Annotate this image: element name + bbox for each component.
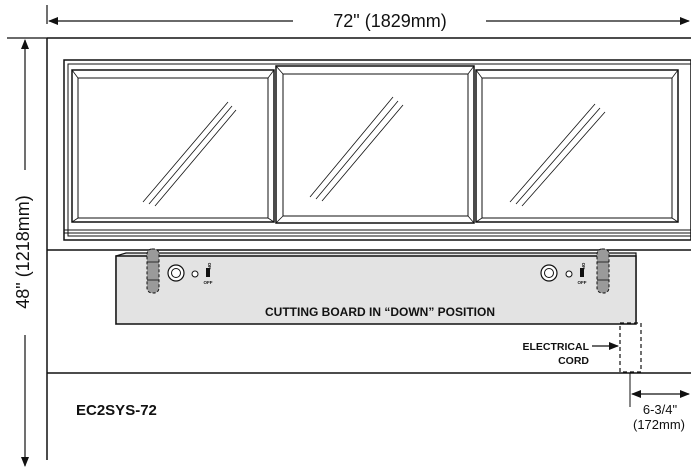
cutting-board-label: CUTTING BOARD IN “DOWN” POSITION xyxy=(265,305,495,319)
left-control-knob-icon xyxy=(167,264,185,282)
left-indicator-light-icon xyxy=(191,270,199,278)
right-hinge-bracket xyxy=(596,248,610,294)
height-dimension-label: 48" (1218mm) xyxy=(13,195,33,308)
right-indicator-light-icon xyxy=(565,270,573,278)
right-glass-panel xyxy=(475,69,679,223)
cord-offset-dimension: 6-3/4" (172mm) xyxy=(629,373,690,432)
electrical-cord: ELECTRICAL CORD xyxy=(523,322,642,373)
cord-offset-label-line1: 6-3/4" xyxy=(643,402,678,417)
glass-reflection-icon xyxy=(509,103,606,207)
glass-reflection-icon xyxy=(309,96,404,202)
left-glass-panel xyxy=(71,69,275,223)
right-control-knob-icon xyxy=(540,264,558,282)
cutting-board: CUTTING BOARD IN “DOWN” POSITION ON OFF xyxy=(115,248,637,325)
left-switch-on-label: ON xyxy=(207,263,212,270)
electrical-cord-label-line2: CORD xyxy=(558,355,589,367)
width-dimension-label: 72" (1829mm) xyxy=(333,11,446,31)
left-control-group: ON OFF xyxy=(167,263,213,285)
height-dimension: 48" (1218mm) xyxy=(7,37,47,467)
width-dimension: 72" (1829mm) xyxy=(46,5,690,31)
right-switch-on-label: ON xyxy=(581,263,586,270)
glass-door-frame xyxy=(63,59,691,241)
center-glass-panel xyxy=(275,65,475,224)
left-hinge-bracket xyxy=(146,248,160,294)
model-label: EC2SYS-72 xyxy=(76,402,157,419)
right-switch-off-label: OFF xyxy=(578,280,587,285)
right-control-group: ON OFF xyxy=(540,263,587,285)
electrical-cord-label-line1: ELECTRICAL xyxy=(523,341,590,353)
left-switch-off-label: OFF xyxy=(204,280,213,285)
electrical-cord-outline xyxy=(619,322,642,373)
left-toggle-switch-icon xyxy=(206,268,210,277)
glass-reflection-icon xyxy=(142,101,237,207)
cord-offset-label-line2: (172mm) xyxy=(633,417,685,432)
right-toggle-switch-icon xyxy=(580,268,584,277)
cabinet xyxy=(46,37,691,460)
